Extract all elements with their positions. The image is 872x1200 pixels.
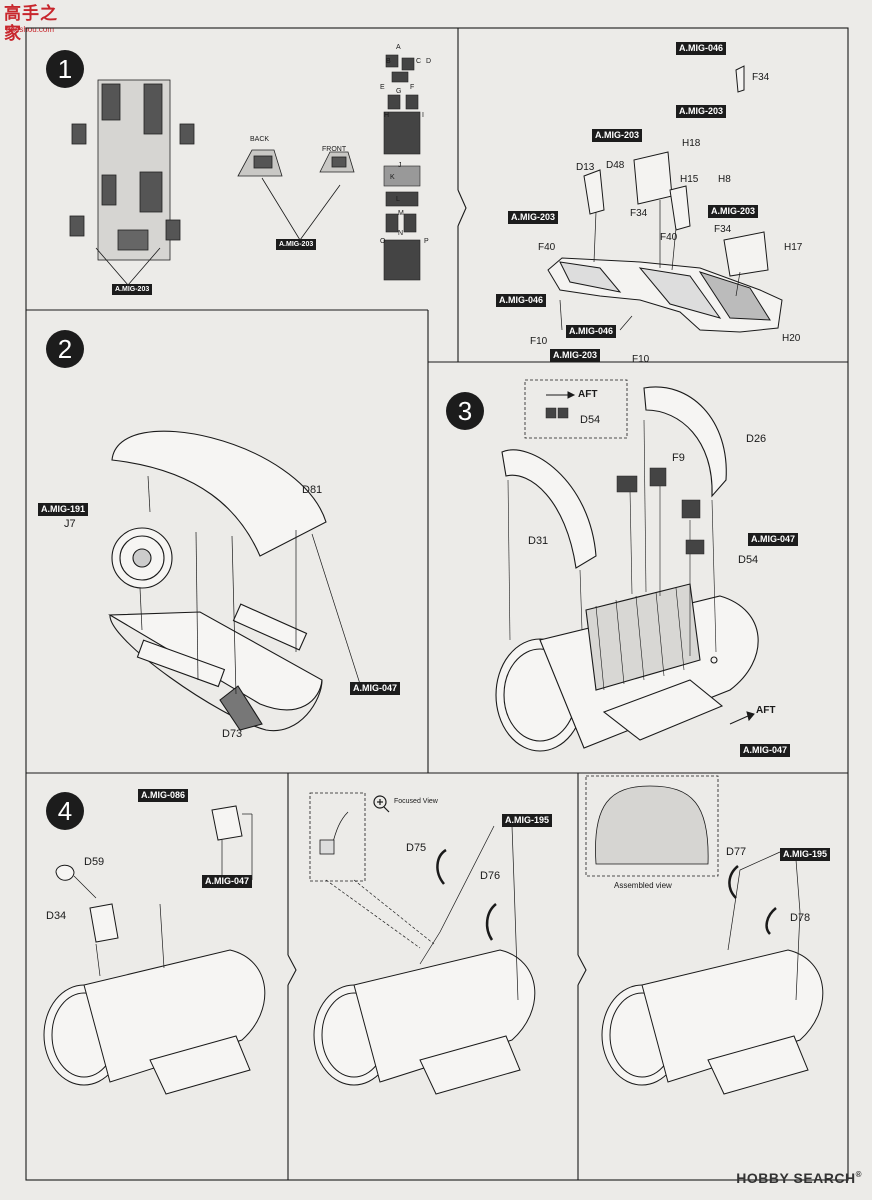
watermark: 高手之家 gaoshou.com xyxy=(4,4,70,44)
part-d34: D34 xyxy=(46,910,67,922)
label-back: BACK xyxy=(250,136,270,143)
decal-letter: N xyxy=(398,230,404,237)
label-focused-view: Focused View xyxy=(394,798,438,805)
callout-step1-center: A.MIG-203 xyxy=(276,239,317,250)
part-1b-5: H8 xyxy=(718,174,731,185)
part-j7: J7 xyxy=(64,518,76,530)
brand-watermark: HOBBY SEARCH® xyxy=(736,1170,862,1186)
part-1b-10: H17 xyxy=(784,242,803,253)
part-1b-13: H20 xyxy=(782,333,801,344)
watermark-url: gaoshou.com xyxy=(6,25,55,34)
decal-letter: A xyxy=(396,44,401,51)
label-assembled-view: Assembled view xyxy=(614,881,672,890)
part-d77: D77 xyxy=(726,846,747,858)
decal-letter: J xyxy=(398,162,402,169)
step-number-2: 2 xyxy=(46,330,84,368)
watermark-logo: 高手之家 xyxy=(4,4,58,44)
aft-label-bottom: AFT xyxy=(756,705,776,716)
aft-label-top: AFT xyxy=(578,389,598,400)
step3-details xyxy=(507,419,717,691)
part-d31: D31 xyxy=(528,535,549,547)
decal-letter: H xyxy=(384,112,390,119)
step4-pipes xyxy=(436,848,777,941)
decal-letter: O xyxy=(380,238,386,245)
decal-letter: G xyxy=(396,88,402,95)
part-1b-7: F40 xyxy=(660,232,678,243)
callout-step3-a-mig-047-top: A.MIG-047 xyxy=(748,533,799,546)
part-1b-3: D48 xyxy=(606,160,625,171)
callout-1b-0: A.MIG-046 xyxy=(676,42,727,55)
part-1b-0: F34 xyxy=(752,72,770,83)
part-d54-top: D54 xyxy=(580,414,601,426)
callout-1b-4: A.MIG-203 xyxy=(708,205,759,218)
decal-letter: M xyxy=(398,210,404,217)
part-d54-bottom: D54 xyxy=(738,554,759,566)
step3-assembly xyxy=(495,386,759,752)
label-front: FRONT xyxy=(322,146,347,153)
decal-letter: C xyxy=(416,58,422,65)
part-d76: D76 xyxy=(480,870,501,882)
part-1b-2: D13 xyxy=(576,162,595,173)
decal-letter: L xyxy=(396,196,400,203)
step1-decal-column xyxy=(383,54,421,281)
part-1b-9: F34 xyxy=(714,224,732,235)
decal-letter: P xyxy=(424,238,429,245)
part-1b-11: F10 xyxy=(530,336,548,347)
callout-1b-1: A.MIG-203 xyxy=(676,105,727,118)
callout-1b-2: A.MIG-203 xyxy=(592,129,643,142)
callout-step4-a-mig-047: A.MIG-047 xyxy=(202,875,253,888)
brand-text: HOBBY SEARCH xyxy=(736,1170,856,1186)
step2-assembly xyxy=(108,430,327,732)
part-1b-12: F10 xyxy=(632,354,650,365)
callout-step4-a-mig-195-mid: A.MIG-195 xyxy=(502,814,553,827)
step1-panels xyxy=(69,79,195,261)
part-1b-1: H18 xyxy=(682,138,701,149)
part-1b-8: F40 xyxy=(538,242,556,253)
step1-cockpit-shapes xyxy=(237,149,355,177)
callout-step3-a-mig-047-bottom: A.MIG-047 xyxy=(740,744,791,757)
part-1b-4: H15 xyxy=(680,174,699,185)
part-d26: D26 xyxy=(746,433,767,445)
decal-letter: D xyxy=(426,58,432,65)
step-number-4: 4 xyxy=(46,792,84,830)
part-d73: D73 xyxy=(222,728,243,740)
part-d81: D81 xyxy=(302,484,323,496)
part-d59: D59 xyxy=(84,856,105,868)
part-d78: D78 xyxy=(790,912,811,924)
callout-step4-a-mig-195-right: A.MIG-195 xyxy=(780,848,831,861)
part-f9: F9 xyxy=(672,452,685,464)
decal-letter: K xyxy=(390,174,395,181)
callout-step1-left: A.MIG-203 xyxy=(112,284,153,295)
step-number-1: 1 xyxy=(46,50,84,88)
aft-arrow-top-icon xyxy=(546,391,576,399)
callout-1b-3: A.MIG-203 xyxy=(508,211,559,224)
callout-step2-a-mig-047: A.MIG-047 xyxy=(350,682,401,695)
part-d75: D75 xyxy=(406,842,427,854)
callout-1b-6: A.MIG-046 xyxy=(566,325,617,338)
callout-a-mig-086: A.MIG-086 xyxy=(138,789,189,802)
step4-engines xyxy=(43,805,824,1095)
decal-letter: E xyxy=(380,84,385,91)
zoom-icon xyxy=(373,795,390,813)
part-1b-6: F34 xyxy=(630,208,648,219)
brand-reg: ® xyxy=(855,1170,862,1179)
aft-arrow-bottom-icon xyxy=(729,711,755,725)
callout-1b-7: A.MIG-203 xyxy=(550,349,601,362)
decal-letter: B xyxy=(386,58,391,65)
callout-1b-5: A.MIG-046 xyxy=(496,294,547,307)
step1b-cockpit-tub xyxy=(547,65,783,333)
decal-letter: F xyxy=(410,84,415,91)
decal-letter: I xyxy=(422,112,424,119)
step-number-3: 3 xyxy=(446,392,484,430)
callout-a-mig-191: A.MIG-191 xyxy=(38,503,89,516)
